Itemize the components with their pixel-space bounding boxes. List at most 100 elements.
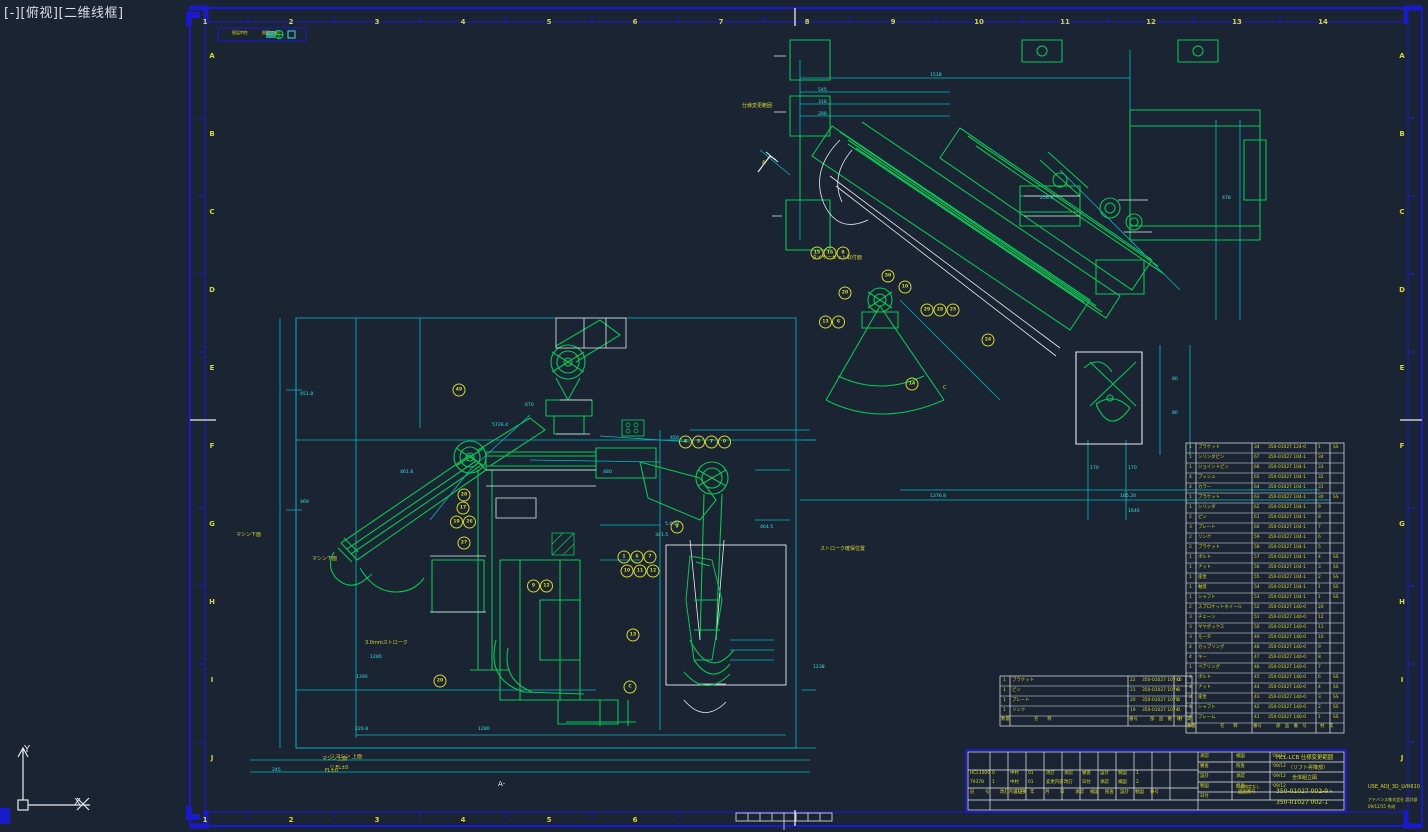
dimension-text: 1640 bbox=[1128, 509, 1140, 514]
title-block-footer-cell: 改訂内容記事 bbox=[1000, 790, 1027, 795]
bom-cell-cn: ピン bbox=[1012, 687, 1021, 693]
bom-cell-cn: プレート bbox=[1198, 524, 1216, 530]
drawing-note: 3.0mmストローク bbox=[365, 640, 408, 646]
bom-footer-cell: 番号 bbox=[1253, 724, 1262, 729]
bom-cell-cn: ブッシュ bbox=[1198, 474, 1216, 480]
bom-cell-ci: 30 bbox=[1318, 494, 1324, 500]
drawing-note: ストローク確保位置 bbox=[820, 546, 866, 552]
dimension-text: 170 bbox=[1090, 466, 1099, 471]
balloon-callout: 7 bbox=[705, 435, 718, 449]
bom-cell-cn: モータ bbox=[1198, 634, 1212, 640]
bom-cell-ci: 6 bbox=[1318, 674, 1321, 680]
bom-cell-cno: 55 bbox=[1254, 574, 1260, 580]
bom-cell-cn: シリンダピン bbox=[1198, 454, 1225, 460]
bom-cell-cp: 350-01027 107-0 bbox=[1142, 697, 1181, 703]
bom-cell-cp: 350-01027 104-1 bbox=[1268, 594, 1307, 600]
title-block-row-cell: 1 bbox=[992, 780, 995, 785]
bom-cell-cn: スプロケットホイール bbox=[1198, 604, 1242, 610]
bom-cell-cp: 350-01027 107-0 bbox=[1142, 707, 1181, 713]
zone-label-left-F: F bbox=[209, 442, 215, 450]
bom-cell-cn: カップリング bbox=[1198, 644, 1225, 650]
bom-cell-cp: 350-01027 104-1 bbox=[1268, 554, 1307, 560]
bom-cell-cm: SS bbox=[1333, 584, 1339, 590]
bom-cell-cq: 4 bbox=[1189, 484, 1192, 490]
dimension-text: 170 bbox=[1128, 466, 1137, 471]
bom-cell-cq: 1 bbox=[1003, 687, 1006, 693]
bom-cell-cn: ブラケット bbox=[1198, 494, 1220, 500]
dimension-text: 80 bbox=[1172, 411, 1178, 416]
zone-label-left-J: J bbox=[210, 754, 214, 762]
layer-toolbar[interactable] bbox=[217, 27, 307, 42]
bom-cell-cq: 1 bbox=[1003, 707, 1006, 713]
drawing-note: マシン上面 bbox=[322, 756, 348, 762]
balloon-callout: 10 bbox=[898, 280, 912, 294]
bom-cell-cp: 350-01027 104-1 bbox=[1268, 534, 1307, 540]
zone-label-top-6: 6 bbox=[632, 18, 638, 26]
bom-cell-cp: 350-01027 140-0 bbox=[1268, 664, 1307, 670]
toolbar-label-left[interactable]: 图层特性 bbox=[232, 30, 248, 35]
bom-footer-cell: 部 品 番 号 bbox=[1276, 724, 1307, 729]
balloon-callout: 5 bbox=[692, 435, 705, 449]
drawing-number-1: 350-01027 002-0 bbox=[1276, 788, 1329, 795]
bom-cell-cno: 50 bbox=[1254, 624, 1260, 630]
zone-label-right-I: I bbox=[1400, 676, 1404, 684]
balloon-callout: 20 bbox=[433, 674, 447, 688]
bom-cell-cn: ジョイントピン bbox=[1198, 464, 1229, 470]
balloon-callout: 13 bbox=[626, 628, 640, 642]
approval-label: 審査 bbox=[1200, 764, 1209, 769]
zone-label-bottom-2: 2 bbox=[288, 816, 294, 824]
balloon-group: 49 bbox=[452, 383, 466, 397]
toolbar-label-right[interactable]: 图层工具 bbox=[262, 30, 278, 35]
zone-label-top-14: 14 bbox=[1318, 18, 1328, 26]
bom-cell-cn: ブラケット bbox=[1012, 677, 1034, 683]
approval-name: 担当 bbox=[1236, 784, 1245, 789]
bom-cell-cno: 67 bbox=[1254, 454, 1260, 460]
viewport-label[interactable]: [-][俯视][二维线框] bbox=[4, 6, 124, 21]
zone-label-left-A: A bbox=[209, 52, 215, 60]
title-block-footer-cell: 検図 bbox=[1090, 790, 1099, 795]
bom-cell-cno: 34 bbox=[1254, 444, 1260, 450]
bom-cell-cq: 3 bbox=[1189, 524, 1192, 530]
zone-label-left-C: C bbox=[209, 208, 215, 216]
title-block-row-cell: 中村 bbox=[1010, 780, 1019, 785]
balloon-callout: 30 bbox=[881, 269, 895, 283]
figure-number-label: 図面番号 bbox=[1238, 790, 1256, 795]
bom-footer-cell: 材 質 bbox=[1178, 717, 1192, 722]
bom-cell-cp: 350-01027 140-0 bbox=[1268, 644, 1307, 650]
bom2-table-grid bbox=[999, 675, 1193, 727]
bom-cell-ci: 10 bbox=[1176, 677, 1182, 683]
bom-cell-cq: 2 bbox=[1189, 544, 1192, 550]
bom-cell-cq: 1 bbox=[1189, 574, 1192, 580]
bom-cell-ci: 32 bbox=[1318, 474, 1324, 480]
scale-bar bbox=[735, 812, 833, 830]
dimension-text: 450 bbox=[670, 436, 679, 441]
bom-cell-ci: 34 bbox=[1318, 454, 1324, 460]
bom-cell-cno: 19 bbox=[1130, 707, 1136, 713]
balloon-callout: 6 bbox=[832, 315, 845, 329]
dimension-text: 478 bbox=[1222, 196, 1231, 201]
title-block-row-cell: 検図 bbox=[1118, 780, 1127, 785]
dimension-text: 1376.8 bbox=[930, 494, 947, 499]
bom-cell-cp: 350-01027 140-0 bbox=[1268, 614, 1307, 620]
bom-cell-cn: シャフト bbox=[1198, 594, 1216, 600]
drawing-note: C bbox=[943, 385, 947, 391]
bom-cell-ci: 10 bbox=[1318, 634, 1324, 640]
title-block-row-cell: 承認 bbox=[1064, 771, 1073, 776]
balloon-callout: C bbox=[623, 680, 637, 694]
bom-cell-cp: 350-01027 140-0 bbox=[1268, 674, 1307, 680]
bom-cell-cno: 48 bbox=[1254, 644, 1260, 650]
bom-cell-cq: 1 bbox=[1189, 464, 1192, 470]
approval-label: 製図 bbox=[1200, 784, 1209, 789]
title-block-row-cell: 承認 bbox=[1100, 780, 1109, 785]
bom-cell-cn: ベアリング bbox=[1198, 664, 1220, 670]
bom-cell-ci: 7 bbox=[1318, 664, 1321, 670]
bom-cell-cq: 1 bbox=[1189, 454, 1192, 460]
dimension-text: 80 bbox=[1172, 377, 1178, 382]
zone-label-bottom-1: 1 bbox=[202, 816, 208, 824]
bom-footer-cell: 数量 bbox=[1187, 724, 1196, 729]
